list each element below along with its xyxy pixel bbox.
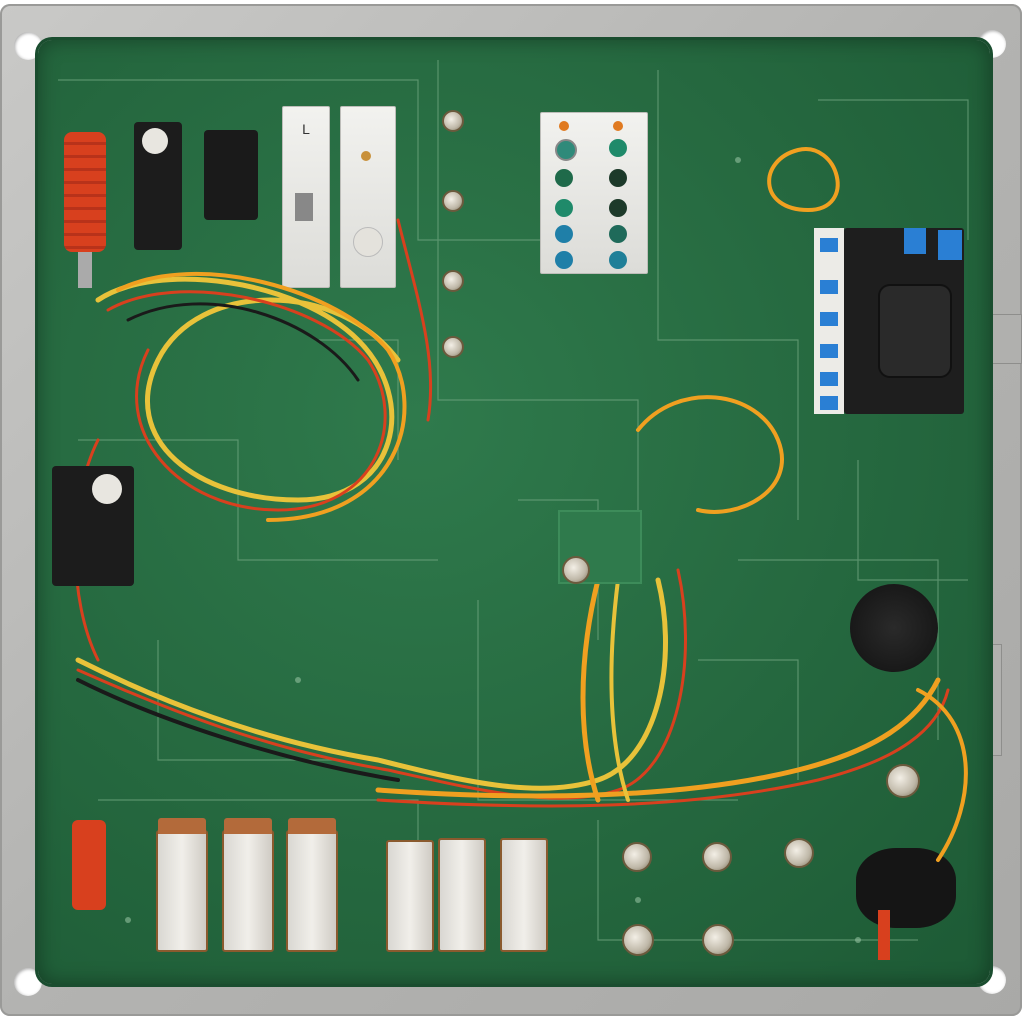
status-led-orange xyxy=(613,121,623,131)
circuit-board: L xyxy=(38,40,990,984)
relay xyxy=(222,818,274,952)
relay xyxy=(438,838,486,952)
potentiometer xyxy=(886,764,920,798)
module-label: L xyxy=(302,121,310,137)
indicator-led xyxy=(609,199,627,217)
mounting-hole xyxy=(14,968,42,996)
daughter-board xyxy=(558,510,642,584)
red-wire-stub xyxy=(878,910,890,960)
indicator-led xyxy=(555,139,577,161)
potentiometer xyxy=(702,842,732,872)
control-module xyxy=(844,228,964,414)
indicator-led xyxy=(555,199,573,217)
potentiometer xyxy=(702,924,734,956)
indicator-led xyxy=(609,139,627,157)
potentiometer xyxy=(442,336,464,358)
potentiometer xyxy=(442,190,464,212)
relay xyxy=(286,818,338,952)
relay xyxy=(156,818,208,952)
red-inductor-coil xyxy=(64,132,106,252)
indicator-led xyxy=(609,251,627,269)
red-plug xyxy=(72,820,106,910)
indicator-led xyxy=(555,169,573,187)
potentiometer xyxy=(442,110,464,132)
mounting-hole xyxy=(14,32,42,60)
relay xyxy=(500,838,548,952)
indicator-led xyxy=(609,169,627,187)
indicator-led-panel xyxy=(540,112,648,274)
pcb-traces xyxy=(58,60,969,943)
white-module-left: L xyxy=(282,106,330,288)
indicator-led xyxy=(609,225,627,243)
potentiometer xyxy=(622,842,652,872)
wiring-harness xyxy=(74,147,968,862)
status-led-orange xyxy=(559,121,569,131)
black-relay-block xyxy=(134,122,182,250)
relay xyxy=(386,840,434,952)
frame-tab xyxy=(992,314,1022,364)
coil-lead xyxy=(78,252,92,288)
speaker-buzzer xyxy=(850,584,938,672)
white-module-right xyxy=(340,106,396,288)
indicator-led xyxy=(555,251,573,269)
potentiometer xyxy=(442,270,464,292)
potentiometer xyxy=(622,924,654,956)
indicator-led xyxy=(555,225,573,243)
potentiometer xyxy=(784,838,814,868)
black-switch-module xyxy=(204,130,258,220)
terminal-strip xyxy=(814,228,844,414)
gauge-module xyxy=(52,466,134,586)
